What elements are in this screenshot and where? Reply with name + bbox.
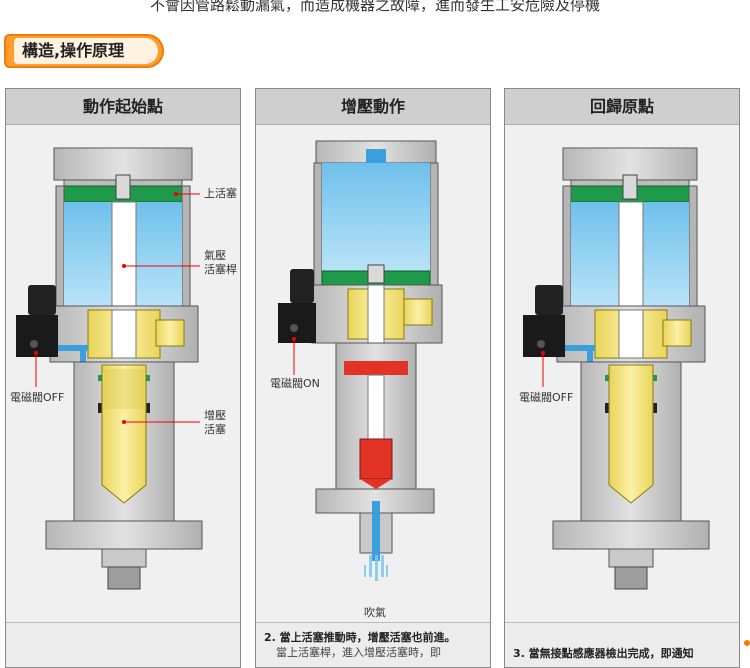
label-solenoid-valve: 電磁閥ON (270, 377, 320, 390)
panel-boost-action: 增壓動作 (255, 88, 491, 668)
panel-title: 動作起始點 (6, 89, 240, 125)
panel-footer: 3. 當無接點感應器檢出完成，即通知 (505, 622, 739, 667)
label-air-rod-1: 氣壓 (204, 249, 226, 262)
top-description: 不會因管路鬆動漏氣，而造成機器之故障，進而發生工安危險及停機 (149, 0, 600, 14)
panel-title: 回歸原點 (505, 89, 739, 125)
panel-footer: 2. 當上活塞推動時，增壓活塞也前進。 當上活塞桿，進入增壓活塞時，即 (256, 622, 490, 667)
label-upper-piston: 上活塞 (204, 187, 237, 200)
panel-footer (6, 622, 240, 667)
step-2-text: 2. 當上活塞推動時，增壓活塞也前進。 (264, 631, 456, 644)
panel-return-origin: 回歸原點 (504, 88, 740, 668)
label-boost-2: 活塞 (204, 423, 226, 436)
label-exhaust: 吹氣 (364, 606, 386, 619)
label-solenoid-valve: 電磁閥OFF (10, 391, 65, 404)
section-tab: 構造,操作原理 (4, 34, 164, 68)
label-solenoid-valve: 電磁閥OFF (519, 391, 574, 404)
step-2-subtext: 當上活塞桿，進入增壓活塞時，即 (276, 646, 441, 659)
panel-start-position: 動作起始點 (5, 88, 241, 668)
orange-dot-marker (744, 640, 750, 646)
cylinder-diagram: 上活塞 氣壓 活塞桿 電磁閥OFF 增壓 活塞 (6, 125, 240, 622)
panel-title: 增壓動作 (256, 89, 490, 125)
cylinder-diagram: 電磁閥ON 吹氣 (256, 125, 490, 622)
label-air-rod-2: 活塞桿 (204, 263, 237, 276)
label-boost-1: 增壓 (204, 409, 226, 422)
section-title: 構造,操作原理 (14, 38, 158, 64)
step-3-text: 3. 當無接點感應器檢出完成，即通知 (513, 647, 694, 660)
cylinder-diagram: 電磁閥OFF (505, 125, 739, 622)
